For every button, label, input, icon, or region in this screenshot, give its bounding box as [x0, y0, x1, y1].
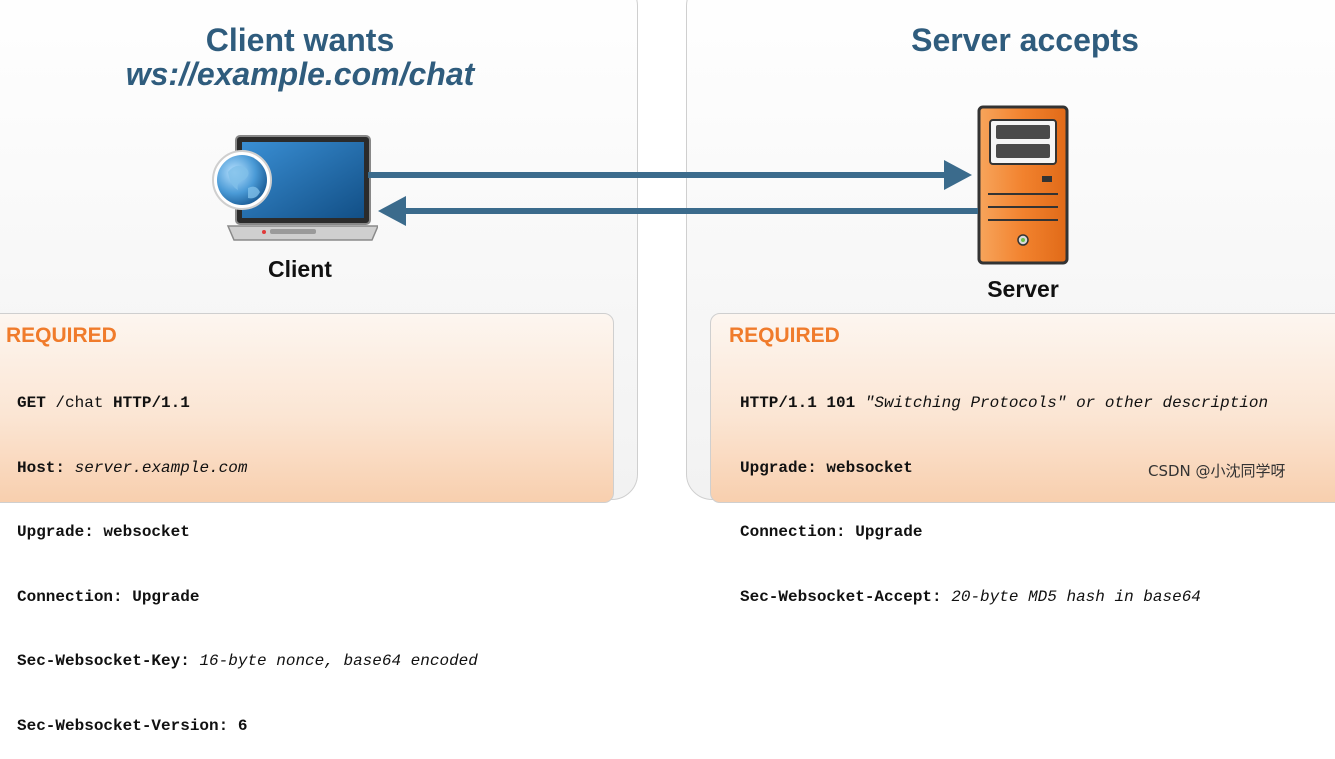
server-label: Server	[987, 276, 1059, 302]
header-line: HTTP/1.1 101 "Switching Protocols" or ot…	[740, 394, 1269, 412]
client-label: Client	[268, 256, 332, 282]
server-title: Server accepts	[911, 22, 1139, 58]
response-required-heading: REQUIRED	[729, 324, 840, 347]
laptop-globe-icon	[212, 135, 378, 241]
header-line: Sec-Websocket-Key: 16-byte nonce, base64…	[17, 652, 478, 670]
header-line: Sec-Websocket-Version: 6	[17, 716, 248, 735]
watermark: CSDN @小沈同学呀	[1148, 462, 1286, 480]
connection-arrows	[368, 160, 978, 226]
request-box	[0, 313, 614, 503]
header-line: Connection: Upgrade	[17, 587, 200, 606]
response-arrow	[378, 196, 978, 226]
header-line: GET /chat HTTP/1.1	[17, 394, 190, 412]
header-line: Upgrade: websocket	[740, 458, 913, 477]
request-arrow	[368, 160, 972, 190]
request-required-heading: REQUIRED	[6, 324, 117, 347]
client-title: Client wants	[205, 22, 395, 58]
client-url: ws://example.com/chat	[125, 56, 475, 92]
header-line: Connection: Upgrade	[740, 523, 923, 541]
header-line: Host: server.example.com	[17, 458, 248, 477]
server-tower-icon	[977, 105, 1069, 265]
response-headers: HTTP/1.1 101 "Switching Protocols" or ot…	[740, 350, 1268, 630]
header-line: Upgrade: websocket	[17, 523, 190, 541]
header-line: Sec-Websocket-Accept: 20-byte MD5 hash i…	[740, 587, 1201, 606]
response-box	[710, 313, 1335, 503]
request-headers: GET /chat HTTP/1.1 Host: server.example.…	[17, 350, 478, 759]
